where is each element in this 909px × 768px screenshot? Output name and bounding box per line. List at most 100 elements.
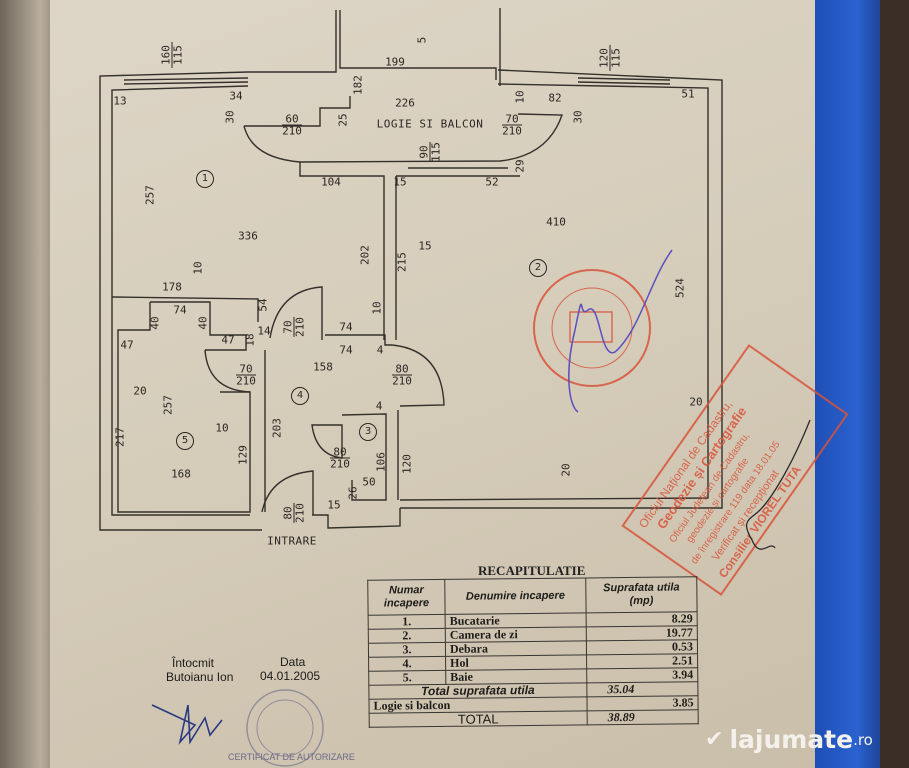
- dimension-label: 30: [571, 110, 585, 124]
- cell-name: Bucatarie: [445, 612, 587, 629]
- dimension-label: 10: [191, 261, 205, 275]
- author-label: Întocmit: [172, 656, 215, 670]
- dimension-label: 74: [173, 303, 187, 317]
- opening-width: 80: [330, 447, 350, 459]
- opening-width: 80: [392, 364, 412, 376]
- room-number-4: 4: [291, 387, 309, 405]
- dimension-label: 4: [376, 343, 384, 357]
- wall: [400, 69, 723, 509]
- balcony-curve: [243, 113, 563, 163]
- wall: [299, 162, 385, 340]
- brand-tld: .ro: [853, 731, 873, 749]
- dimension-label: 226: [395, 96, 415, 110]
- room-number-1: 1: [196, 170, 214, 188]
- opening-height: 210: [293, 503, 307, 523]
- dimension-label: 25: [336, 113, 350, 127]
- window: [123, 77, 249, 81]
- door-swing: [391, 344, 445, 407]
- dimension-label: 104: [321, 175, 341, 189]
- dimension-label: 178: [162, 280, 182, 294]
- author-signature: [151, 704, 223, 745]
- balcony-value: 3.85: [586, 695, 699, 711]
- handshake-logo-icon: ✔: [705, 727, 724, 752]
- dimension-label: 54: [256, 298, 270, 312]
- total-value: 38.89: [587, 709, 699, 725]
- opening-height: 210: [330, 457, 350, 471]
- dimension-label: 20: [559, 463, 573, 477]
- dimension-label: 203: [270, 418, 284, 438]
- opening-height: 210: [392, 374, 412, 388]
- door-swing: [261, 470, 314, 515]
- brand-name: lajumate: [729, 725, 854, 754]
- wall: [325, 334, 392, 346]
- dimension-label: 199: [385, 55, 405, 69]
- dimension-label: 74: [339, 343, 353, 357]
- balcony-wall: [339, 10, 497, 80]
- balcony-wall: [248, 10, 337, 73]
- round-stamp: [533, 269, 651, 387]
- dimension-label: 52: [485, 175, 499, 189]
- dimension-label: 18: [243, 333, 257, 347]
- author-stamp: [246, 689, 324, 767]
- dimension-label: 4: [375, 399, 383, 413]
- document-paper: [50, 0, 850, 768]
- cell-no: 5.: [368, 670, 446, 686]
- dimension-label: 30: [223, 110, 237, 124]
- wall: [399, 83, 709, 501]
- dimension-label: 15: [393, 175, 407, 189]
- dimension-label: 47: [221, 333, 235, 347]
- date-label: Data: [280, 655, 306, 669]
- opening-height: 210: [293, 317, 307, 337]
- recap-table: Numar incapere Denumire incapere Suprafa…: [367, 576, 699, 728]
- wall: [312, 508, 401, 529]
- dimension-label: 336: [238, 229, 258, 243]
- wall: [150, 301, 247, 351]
- dimension-label: 158: [313, 360, 333, 374]
- header-room-number: Numar incapere: [367, 579, 446, 616]
- dimension-label: 47: [120, 338, 134, 352]
- dimension-label: 50: [362, 475, 376, 489]
- dimension-label: 182: [351, 75, 365, 95]
- blue-folder: [815, 0, 885, 768]
- door-swing: [269, 286, 323, 340]
- dimension-label: 34: [229, 89, 243, 103]
- dimension-label: 129: [236, 445, 250, 465]
- cell-name: Hol: [445, 654, 587, 671]
- cell-no: 2.: [368, 628, 446, 644]
- room-number-5: 5: [176, 432, 194, 450]
- wall: [99, 71, 262, 531]
- wall: [341, 413, 387, 501]
- opening-height: 210: [282, 124, 302, 138]
- opening-width: 70: [502, 114, 522, 126]
- dimension-label: 202: [358, 245, 372, 265]
- cell-no: 4.: [368, 656, 446, 672]
- author-name: Butoianu Ion: [166, 670, 234, 684]
- total-label: TOTAL: [369, 710, 588, 728]
- dimension-label: 10: [513, 90, 527, 104]
- cell-name: Camera de zi: [445, 626, 587, 643]
- cell-no: 1.: [368, 614, 446, 630]
- header-room-name: Denumire incapere: [444, 577, 587, 615]
- opening-width: 60: [282, 114, 302, 126]
- dimension-label: 217: [113, 427, 127, 447]
- dimension-label: 120: [400, 454, 414, 474]
- opening-height: 115: [429, 142, 443, 162]
- balcony-wall: [244, 96, 351, 127]
- window: [123, 81, 249, 85]
- entrance-label: INTRARE: [267, 534, 317, 548]
- wall: [111, 296, 259, 322]
- dimension-label: 20: [689, 395, 703, 409]
- dimension-label: 40: [148, 316, 162, 330]
- dimension-label: 29: [513, 159, 527, 173]
- cell-no: 3.: [368, 642, 446, 658]
- balcony-label: LOGIE SI BALCON: [376, 117, 484, 131]
- wall: [111, 85, 250, 516]
